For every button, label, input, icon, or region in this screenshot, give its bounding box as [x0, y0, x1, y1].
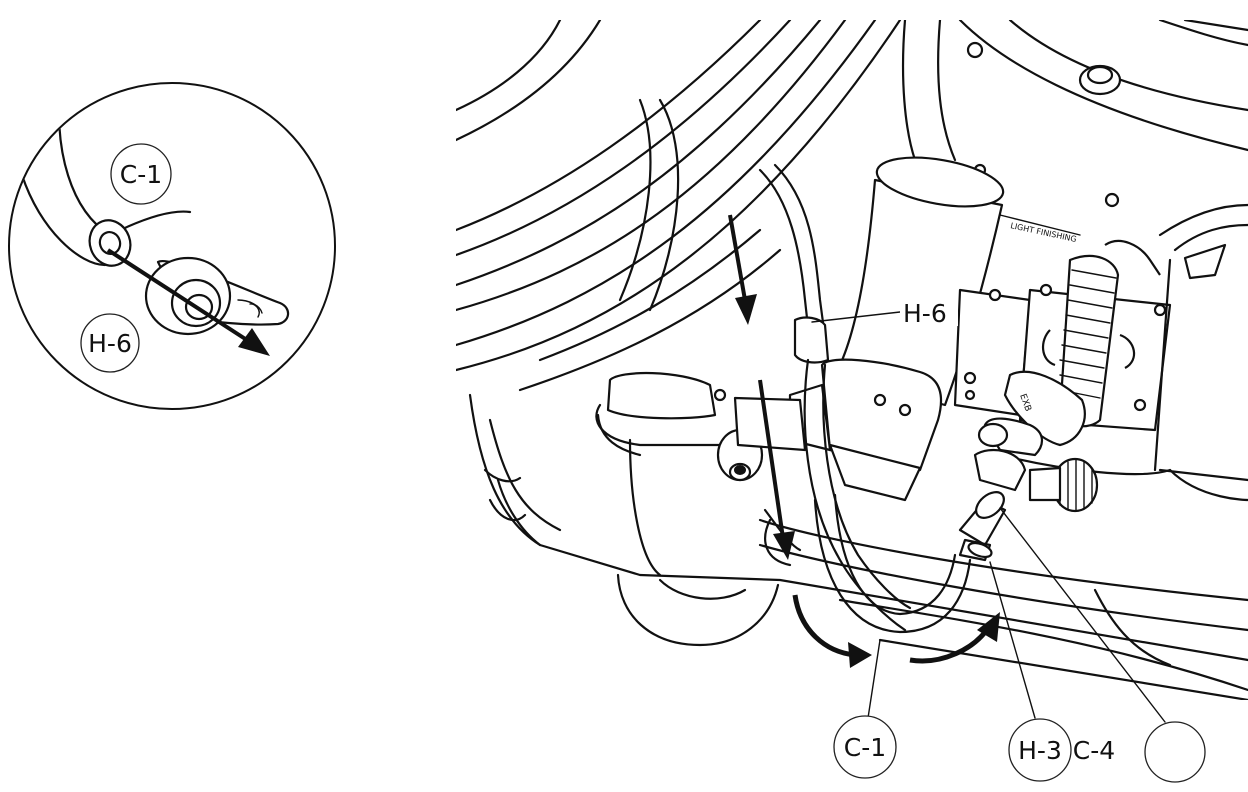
pump-base [788, 288, 1032, 502]
main-label-empty [1144, 721, 1206, 783]
main-label-h6: H-6 [900, 296, 958, 328]
detail-callout: C-1 H-6 [8, 82, 336, 410]
svg-text:C-4: C-4 [1073, 736, 1115, 765]
svg-text:H-3: H-3 [1018, 736, 1062, 765]
callout-hose-detail [20, 88, 290, 356]
main-assembly: LIGHT FINISHING [456, 20, 1248, 783]
hose-h6 [758, 163, 912, 632]
main-label-c1: C-1 [833, 715, 897, 779]
svg-text:H-6: H-6 [88, 329, 132, 358]
hose-c1 [763, 491, 1007, 634]
tank-frame [468, 393, 1248, 700]
install-arrows [728, 214, 1000, 668]
callout-label-h6: H-6 [80, 313, 140, 373]
main-label-c4: C-4 [1073, 736, 1115, 765]
hose-bundle [456, 20, 902, 392]
svg-text:H-6: H-6 [903, 299, 947, 328]
valve-latch: EXB [973, 370, 1086, 492]
svg-text:LIGHT FINISHING: LIGHT FINISHING [1010, 221, 1078, 244]
svg-text:C-1: C-1 [844, 733, 886, 762]
leader-lines [811, 311, 1166, 723]
svg-text:C-1: C-1 [120, 160, 162, 189]
left-fitting [595, 371, 807, 482]
callout-label-c1: C-1 [110, 143, 172, 205]
adjust-knob [1028, 457, 1099, 513]
main-label-h3: H-3 [1008, 718, 1072, 782]
top-structure [901, 20, 1248, 208]
callout-border [8, 82, 336, 410]
right-panel [998, 203, 1248, 502]
